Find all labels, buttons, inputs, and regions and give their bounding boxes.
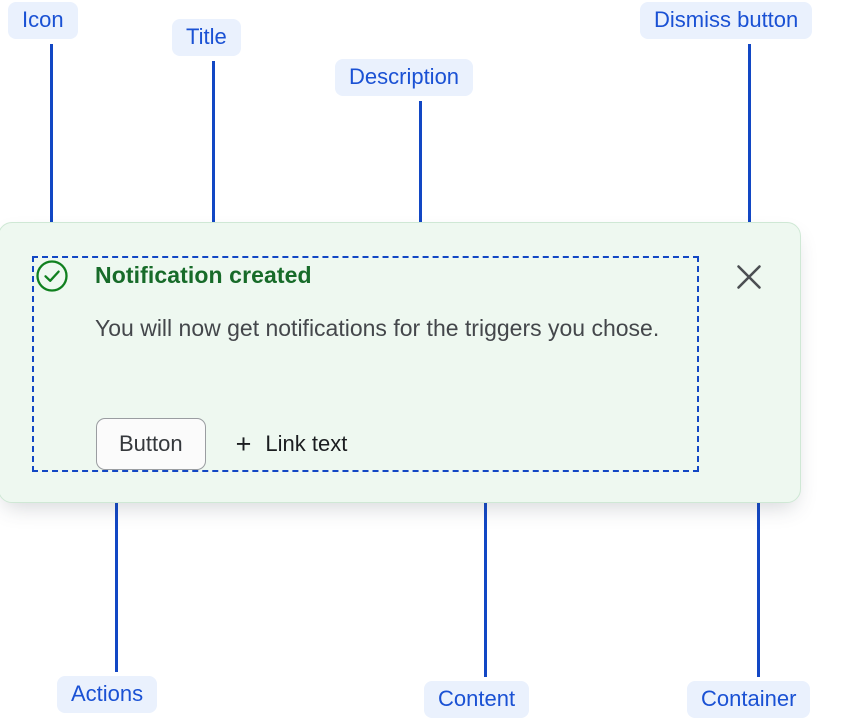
- connector-line-actions: [115, 470, 118, 672]
- success-check-circle-icon: [35, 259, 69, 293]
- annotation-label-container: Container: [687, 681, 811, 719]
- annotation-label-description: Description: [335, 59, 474, 97]
- dismiss-button[interactable]: [734, 262, 764, 292]
- annotation-label-icon: Icon: [8, 2, 78, 40]
- action-link[interactable]: + Link text: [235, 428, 348, 459]
- connector-line-description: [419, 101, 422, 302]
- action-button[interactable]: Button: [96, 418, 206, 470]
- notification-title: Notification created: [95, 262, 312, 288]
- card-drop-shadow: [0, 503, 806, 575]
- connector-line-title: [212, 61, 215, 266]
- close-x-icon: [737, 265, 761, 289]
- action-link-label: Link text: [265, 431, 348, 456]
- connector-line-container: [757, 472, 760, 677]
- plus-icon: +: [235, 428, 252, 459]
- notification-actions: Button + Link text: [96, 418, 347, 470]
- content-region-outline: [32, 256, 699, 472]
- connector-line-icon: [50, 44, 53, 252]
- annotation-label-actions: Actions: [57, 676, 158, 714]
- connector-line-content: [484, 471, 487, 677]
- annotation-label-dismiss-button: Dismiss button: [640, 2, 813, 40]
- notification-description: You will now get notifications for the t…: [95, 315, 660, 341]
- annotation-label-title: Title: [172, 19, 241, 57]
- connector-line-dismiss: [748, 44, 751, 248]
- annotation-label-content: Content: [424, 681, 530, 719]
